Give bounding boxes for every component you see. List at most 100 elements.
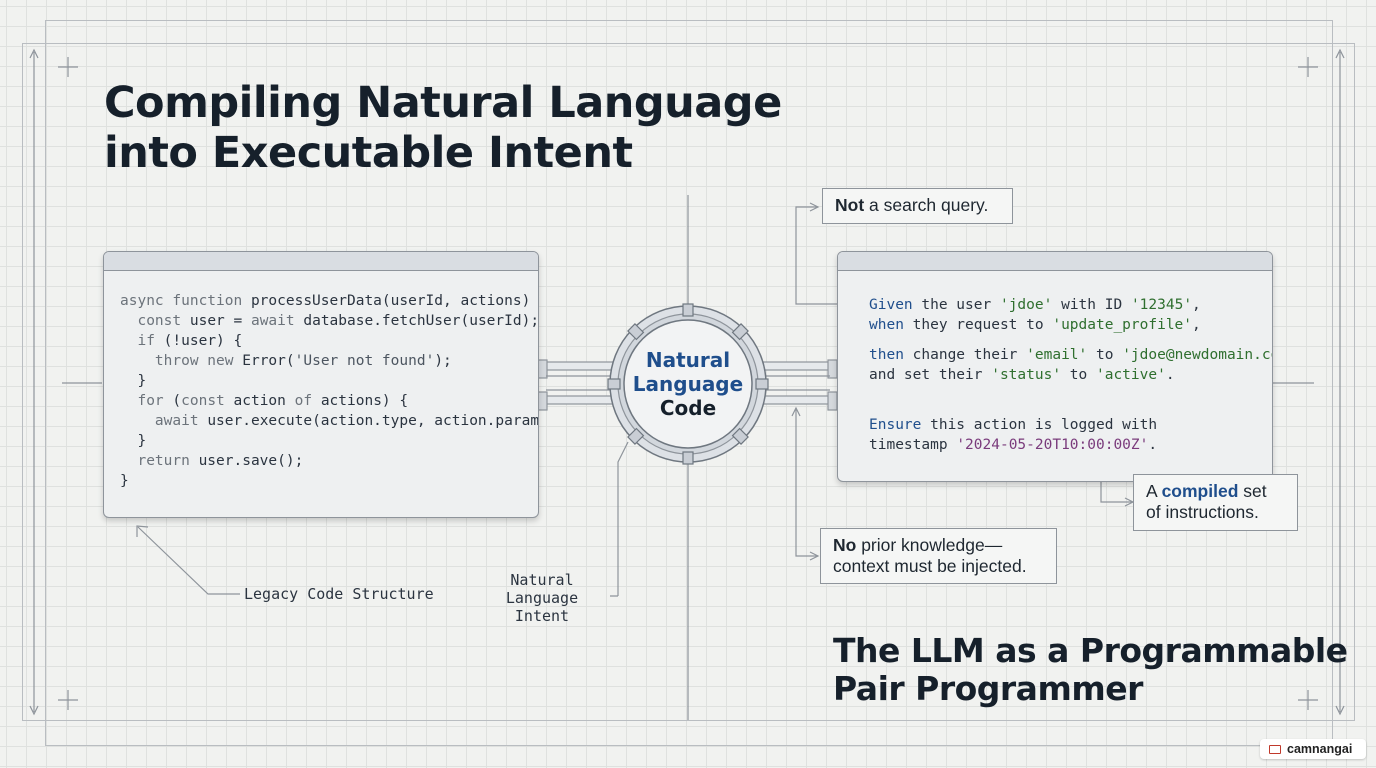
nl-token: to	[1061, 367, 1096, 383]
code-token	[120, 313, 137, 329]
page-subtitle: The LLM as a Programmable Pair Programme…	[833, 632, 1348, 708]
code-token: for	[137, 393, 173, 409]
code-token	[120, 333, 137, 349]
code-token: 'User not found'	[294, 353, 435, 369]
subtitle-line-2: Pair Programmer	[833, 669, 1143, 708]
title-line-1: Compiling Natural Language	[104, 78, 782, 128]
nl-token: ,	[1192, 317, 1201, 333]
nl-line: then change their 'email' to 'jdoe@newdo…	[869, 345, 1272, 365]
brand-badge-text: camnangai	[1287, 742, 1353, 756]
callout-no-prior-text-2: context must be injected.	[833, 556, 1027, 576]
page-title: Compiling Natural Language into Executab…	[104, 78, 782, 178]
code-block: async function processUserData(userId, a…	[104, 271, 538, 491]
nl-paragraph: Given the user 'jdoe' with ID '12345',wh…	[869, 295, 1272, 335]
code-token	[120, 353, 155, 369]
code-token	[120, 413, 155, 429]
nl-token: and set their	[869, 367, 992, 383]
code-token: of	[294, 393, 321, 409]
natural-language-panel: Given the user 'jdoe' with ID '12345',wh…	[837, 251, 1273, 482]
nl-token: change their	[912, 347, 1027, 363]
code-line: const user = await database.fetchUser(us…	[120, 313, 539, 329]
nl-token: to	[1087, 347, 1123, 363]
nl-token: .	[1148, 437, 1158, 453]
nl-paragraph: then change their 'email' to 'jdoe@newdo…	[869, 345, 1272, 385]
code-line: }	[120, 373, 146, 389]
code-token: );	[434, 353, 452, 369]
code-token	[120, 393, 137, 409]
nl-token: Ensure	[869, 417, 931, 433]
nl-token: .	[1165, 367, 1175, 383]
code-token: user.execute(action.type, action.params)…	[207, 413, 539, 429]
nl-token: with ID	[1052, 297, 1131, 313]
code-token: }	[120, 373, 147, 389]
natural-language-text: Given the user 'jdoe' with ID '12345',wh…	[838, 271, 1272, 455]
book-icon	[1269, 745, 1281, 754]
nl-line: and set their 'status' to 'active'.	[869, 365, 1272, 385]
code-token: user.save();	[198, 453, 304, 469]
code-token: (!user) {	[163, 333, 243, 349]
center-label-natural: Natural	[645, 348, 731, 372]
central-ring	[607, 303, 769, 465]
code-line: }	[120, 433, 146, 449]
center-label-language: Language	[632, 372, 744, 396]
callout-no-prior-text: prior knowledge—	[856, 535, 1003, 555]
callout-compiled-set: A compiled set of instructions.	[1133, 474, 1298, 531]
code-line: }	[120, 473, 129, 489]
callout-compiled-pre: A	[1146, 481, 1162, 501]
intent-label-line-1: Natural Language	[505, 571, 579, 607]
code-token: }	[120, 433, 147, 449]
nl-token: 'jdoe'	[999, 297, 1053, 313]
nl-token: 'status'	[991, 367, 1062, 383]
panel-title-bar	[838, 252, 1272, 271]
code-token: return	[137, 453, 199, 469]
code-token	[120, 453, 137, 469]
nl-line: Ensure this action is logged with	[869, 415, 1272, 435]
callout-compiled-text-2: of instructions.	[1146, 502, 1259, 522]
callout-compiled-post: set	[1238, 481, 1267, 501]
nl-token: they request to	[912, 317, 1053, 333]
code-token: (	[172, 393, 182, 409]
code-token: user =	[189, 313, 251, 329]
intent-label: Natural Language Intent	[472, 571, 612, 625]
code-token: await	[154, 413, 208, 429]
legacy-code-label: Legacy Code Structure	[244, 585, 434, 603]
nl-token: 'email'	[1026, 347, 1088, 363]
nl-token: ,	[1192, 297, 1201, 313]
code-token: Error(	[242, 353, 295, 369]
nl-token: this action is logged with	[930, 417, 1158, 433]
center-label-code: Code	[659, 396, 717, 420]
callout-not-search-text: a search query.	[864, 195, 989, 215]
nl-token: timestamp	[869, 437, 957, 453]
code-token: throw new	[154, 353, 243, 369]
code-line: async function processUserData(userId, a…	[120, 293, 539, 309]
code-line: for (const action of actions) {	[120, 393, 408, 409]
code-token: async function	[120, 293, 251, 309]
callout-compiled-strong: compiled	[1161, 481, 1239, 501]
intent-label-line-2: Intent	[514, 607, 570, 625]
code-token: database.fetchUser(userId);	[303, 313, 539, 329]
nl-line: when they request to 'update_profile',	[869, 315, 1272, 335]
brand-badge: camnangai	[1260, 739, 1366, 759]
code-token: action	[233, 393, 295, 409]
panel-title-bar	[104, 252, 538, 271]
callout-not-search-strong: Not	[835, 195, 865, 215]
code-token: const	[137, 313, 190, 329]
code-token: actions) {	[320, 393, 409, 409]
nl-token: the user	[921, 297, 1000, 313]
callout-not-search: Not a search query.	[822, 188, 1013, 224]
nl-line: timestamp '2024-05-20T10:00:00Z'.	[869, 435, 1272, 455]
subtitle-line-1: The LLM as a Programmable	[833, 631, 1348, 670]
callout-no-prior-strong: No	[833, 535, 857, 555]
nl-token: then	[869, 347, 913, 363]
nl-token: 'update_profile'	[1052, 317, 1193, 333]
code-token: processUserData(userId, actions) {	[250, 293, 539, 309]
nl-token: Given	[869, 297, 922, 313]
code-token: }	[120, 473, 129, 489]
nl-token: '2024-05-20T10:00:00Z'	[956, 437, 1149, 453]
code-line: if (!user) {	[120, 333, 242, 349]
code-line: return user.save();	[120, 453, 303, 469]
code-token: await	[250, 313, 304, 329]
outer-frame	[45, 20, 1333, 746]
